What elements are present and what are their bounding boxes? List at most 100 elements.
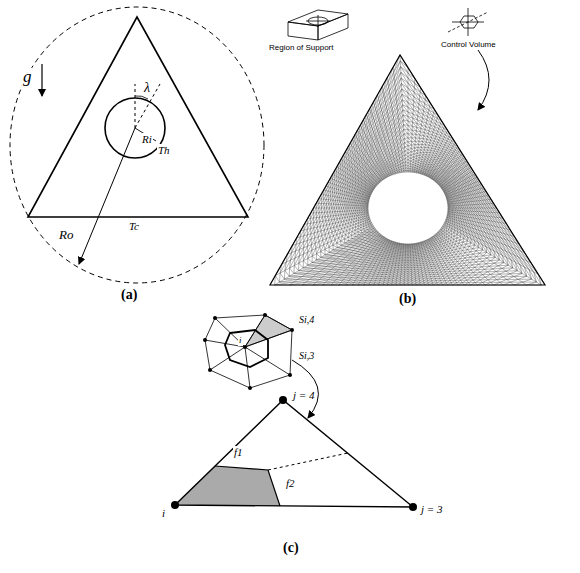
mesh-line — [413, 160, 416, 162]
mesh-line — [454, 238, 457, 239]
mesh-line — [422, 167, 424, 168]
mesh-line — [406, 163, 409, 165]
mesh-line — [353, 228, 356, 230]
mesh-line — [355, 234, 356, 237]
mesh-line — [443, 233, 445, 234]
mesh-line — [411, 154, 414, 155]
mesh-line — [356, 224, 359, 226]
mesh-line — [416, 158, 419, 159]
mesh-line — [352, 232, 355, 234]
mesh-line — [408, 152, 411, 153]
mesh-line — [410, 169, 412, 170]
mesh-line — [410, 166, 412, 167]
mesh-line — [361, 217, 363, 219]
mesh-line — [414, 157, 417, 159]
mesh-line — [410, 167, 412, 169]
mesh-line — [406, 165, 409, 166]
mesh-line — [358, 211, 360, 213]
mesh-line — [359, 235, 362, 236]
mesh-line — [449, 227, 450, 229]
mesh-line — [354, 219, 356, 221]
mesh-line — [421, 163, 424, 164]
panel-a — [10, 7, 264, 283]
mesh-line — [362, 208, 363, 210]
mesh-line — [362, 236, 365, 237]
mesh-line — [413, 162, 415, 163]
mesh-line — [361, 230, 365, 231]
mesh-line — [359, 203, 360, 206]
mesh-line — [452, 233, 455, 234]
mesh-line — [408, 160, 411, 161]
mesh-line — [408, 161, 411, 163]
mesh-line — [423, 165, 425, 166]
mesh-line — [365, 231, 367, 232]
mesh-line — [405, 151, 408, 153]
mesh-line — [411, 158, 414, 160]
mesh-line — [428, 166, 430, 168]
mesh-line — [361, 213, 363, 215]
mesh-line — [408, 158, 411, 160]
mesh-line — [362, 206, 363, 208]
mesh-line — [358, 208, 359, 210]
mesh-line — [406, 166, 408, 168]
mesh-line — [411, 161, 414, 162]
mesh-line — [420, 166, 422, 167]
mesh-line — [446, 226, 447, 228]
mesh-line — [443, 230, 445, 232]
mesh-line — [362, 233, 365, 234]
mesh-line — [361, 222, 364, 224]
mesh-line — [410, 165, 413, 167]
mesh-line — [405, 162, 408, 163]
mesh-line — [413, 165, 415, 166]
mesh-line — [361, 228, 364, 229]
mesh-line — [451, 229, 452, 232]
mesh-line — [408, 166, 410, 167]
mesh-line — [361, 225, 364, 227]
mesh-line — [417, 169, 419, 170]
mesh-line — [360, 206, 361, 208]
mesh-line — [405, 157, 408, 159]
mesh-line — [355, 234, 359, 235]
mesh-line — [351, 235, 355, 236]
mesh-line — [454, 235, 457, 236]
mesh-line — [355, 213, 357, 215]
mesh-line — [405, 155, 408, 157]
mesh-line — [356, 211, 358, 213]
mesh-line — [449, 234, 452, 235]
mesh-line — [413, 167, 415, 168]
mesh-line — [358, 232, 362, 233]
mesh-line — [364, 229, 368, 230]
mesh-line — [418, 167, 420, 168]
mesh-line — [356, 221, 358, 223]
mesh-line — [359, 218, 361, 220]
mesh-line — [443, 227, 444, 229]
mesh-line — [359, 198, 360, 201]
mesh-line — [353, 225, 355, 227]
mesh-line — [419, 160, 421, 162]
mesh-line — [405, 160, 408, 162]
mesh-line — [420, 167, 423, 168]
mesh-line — [406, 168, 408, 170]
mesh-line — [411, 164, 413, 165]
mesh-line — [363, 208, 364, 210]
mesh-line — [361, 210, 363, 212]
mesh-line — [421, 164, 423, 165]
mesh-line — [357, 216, 359, 218]
mesh-line — [408, 163, 411, 164]
mesh-line — [358, 208, 359, 211]
mesh-line — [457, 237, 461, 238]
mesh-line — [420, 168, 422, 169]
mesh-line — [413, 161, 416, 162]
mesh-line — [359, 215, 361, 217]
mesh-line — [411, 157, 414, 158]
mesh-line — [445, 234, 447, 235]
mesh-line — [363, 210, 365, 212]
mesh-line — [411, 162, 414, 164]
mesh-line — [360, 206, 361, 208]
mesh-line — [408, 166, 410, 168]
mesh-line — [358, 223, 361, 225]
mesh-line — [419, 160, 422, 161]
mesh-line — [405, 153, 408, 155]
mesh-line — [460, 237, 461, 240]
